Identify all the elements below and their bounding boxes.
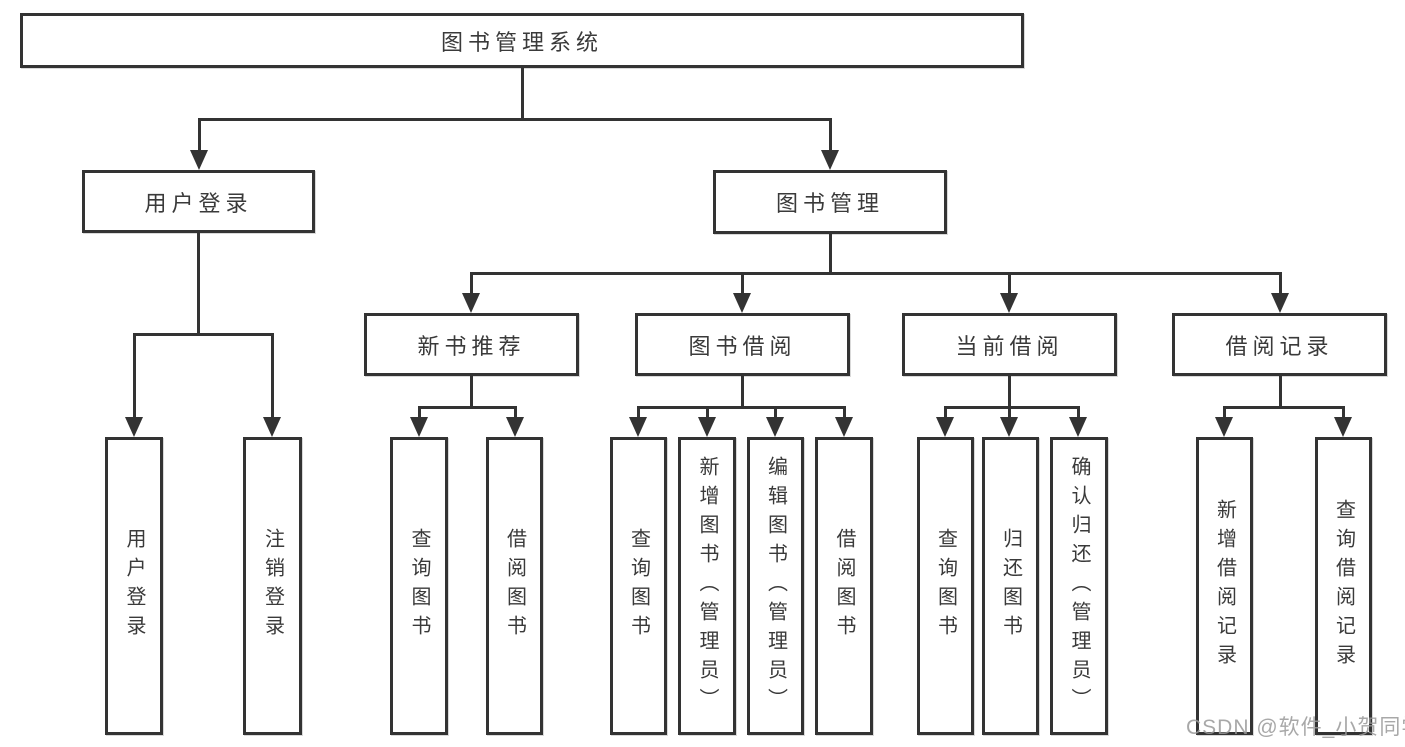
connector-line [197,118,832,121]
connector-line [513,409,517,421]
leaf-query-books-current: 查询图书 [917,437,974,735]
leaf-label: 确认归还（管理员） [1068,455,1090,717]
arrow-down-icon [506,417,524,437]
leaf-label: 借阅图书 [833,528,855,644]
arrow-down-icon [1000,417,1018,437]
arrow-down-icon [1069,417,1087,437]
node-root-library-system: 图书管理系统 [20,13,1024,68]
arrow-down-icon [733,293,751,313]
leaf-label: 借阅图书 [503,528,526,644]
connector-line [1278,376,1282,406]
leaf-label: 查询图书 [627,528,650,644]
connector-line [469,376,473,406]
leaf-edit-book-admin: 编辑图书（管理员） [747,437,804,735]
connector-line [773,409,777,421]
leaf-label: 查询图书 [934,528,957,644]
leaf-borrow-books-borrowing: 借阅图书 [815,437,873,735]
connector-line [943,409,947,421]
connector-line [1076,409,1080,421]
leaf-query-books-borrowing: 查询图书 [610,437,667,735]
connector-line [740,376,744,406]
arrow-down-icon [1215,417,1233,437]
leaf-return-books: 归还图书 [982,437,1039,735]
leaf-confirm-return-admin: 确认归还（管理员） [1050,437,1108,735]
leaf-label: 新增图书（管理员） [696,455,718,717]
connector-line [828,234,832,272]
connector-line [1341,409,1345,421]
connector-line [469,275,473,297]
connector-line [417,406,517,409]
connector-line [197,121,201,154]
leaf-label: 查询借阅记录 [1332,499,1355,673]
node-label: 图书管理系统 [440,29,603,55]
arrow-down-icon [698,417,716,437]
node-current-borrowing: 当前借阅 [902,313,1117,376]
arrow-down-icon [462,293,480,313]
connector-line [469,272,1282,275]
arrow-down-icon [263,417,281,437]
connector-line [132,333,274,336]
connector-line [1222,406,1345,409]
leaf-query-borrow-record: 查询借阅记录 [1315,437,1372,735]
leaf-label: 归还图书 [999,528,1022,644]
arrow-down-icon [936,417,954,437]
node-user-login: 用户登录 [82,170,315,233]
arrow-down-icon [1271,293,1289,313]
connector-line [1007,376,1011,406]
arrow-down-icon [835,417,853,437]
leaf-label: 用户登录 [123,528,145,644]
connector-line [842,409,846,421]
node-label: 图书管理 [775,191,884,216]
leaf-add-borrow-record: 新增借阅记录 [1196,437,1253,735]
connector-line [705,409,709,421]
arrow-down-icon [1334,417,1352,437]
arrow-down-icon [629,417,647,437]
connector-line [1278,275,1282,297]
node-new-book-recommend: 新书推荐 [364,313,579,376]
leaf-label: 注销登录 [261,528,284,644]
node-label: 借阅记录 [1225,333,1334,359]
node-book-management: 图书管理 [713,170,947,234]
node-label: 用户登录 [144,190,253,216]
node-borrow-records: 借阅记录 [1172,313,1387,376]
csdn-watermark: CSDN @软件_小贺同学 [1186,716,1405,739]
arrow-down-icon [410,417,428,437]
connector-line [196,233,200,333]
leaf-label: 新增借阅记录 [1213,499,1236,673]
connector-line [270,336,274,419]
connector-line [417,409,421,421]
connector-line [1222,409,1226,421]
arrow-down-icon [821,150,839,170]
arrow-down-icon [1000,293,1018,313]
node-label: 图书借阅 [688,333,797,359]
connector-line [636,406,846,409]
leaf-add-book-admin: 新增图书（管理员） [678,437,736,735]
connector-line [132,336,136,419]
arrow-down-icon [766,417,784,437]
leaf-label: 查询图书 [408,528,430,644]
connector-line [740,275,744,297]
node-label: 当前借阅 [955,333,1064,359]
connector-line [520,68,524,118]
arrow-down-icon [190,150,208,170]
leaf-logout: 注销登录 [243,437,302,735]
node-book-borrowing: 图书借阅 [635,313,850,376]
leaf-query-books-recommend: 查询图书 [390,437,448,735]
connector-line [828,121,832,154]
connector-line [943,406,1080,409]
connector-line [636,409,640,421]
connector-line [1007,275,1011,297]
arrow-down-icon [125,417,143,437]
node-label: 新书推荐 [417,333,526,359]
leaf-label: 编辑图书（管理员） [764,455,787,717]
leaf-user-login: 用户登录 [105,437,163,735]
leaf-borrow-books-recommend: 借阅图书 [486,437,543,735]
connector-line [1007,409,1011,421]
